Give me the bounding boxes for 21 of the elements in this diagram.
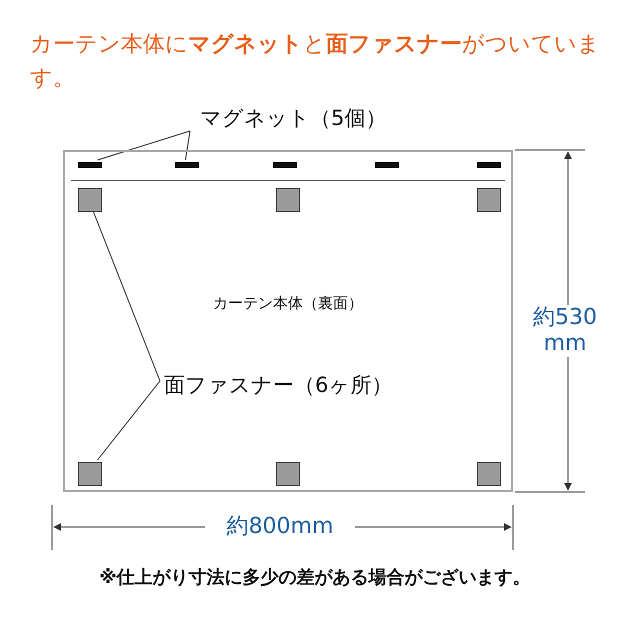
- fastener-patch: [78, 462, 102, 486]
- magnet-bar: [477, 162, 501, 168]
- curtain-panel: [63, 150, 513, 492]
- fastener-patch: [276, 188, 300, 212]
- leader-line: [97, 380, 160, 460]
- callout-label: マグネット（5個）: [200, 103, 415, 133]
- fastener-patch: [276, 462, 300, 486]
- heading: カーテン本体にマグネットと面ファスナーがついています。: [30, 31, 601, 93]
- panel-label: カーテン本体（裏面）: [212, 294, 364, 313]
- fastener-patch: [477, 462, 501, 486]
- leader-line: [92, 210, 160, 382]
- leader-line: [97, 130, 190, 160]
- magnet-bar: [273, 162, 297, 168]
- magnet-bar: [78, 162, 102, 168]
- leader-line: [184, 130, 190, 160]
- magnet-bar: [175, 162, 199, 168]
- callout-label: 面ファスナー（6ヶ所）: [164, 370, 424, 400]
- fastener-patch: [477, 188, 501, 212]
- fastener-patch: [78, 188, 102, 212]
- note: ※仕上がり寸法に多少の差がある場合がございます。: [98, 566, 532, 590]
- magnet-bar: [375, 162, 399, 168]
